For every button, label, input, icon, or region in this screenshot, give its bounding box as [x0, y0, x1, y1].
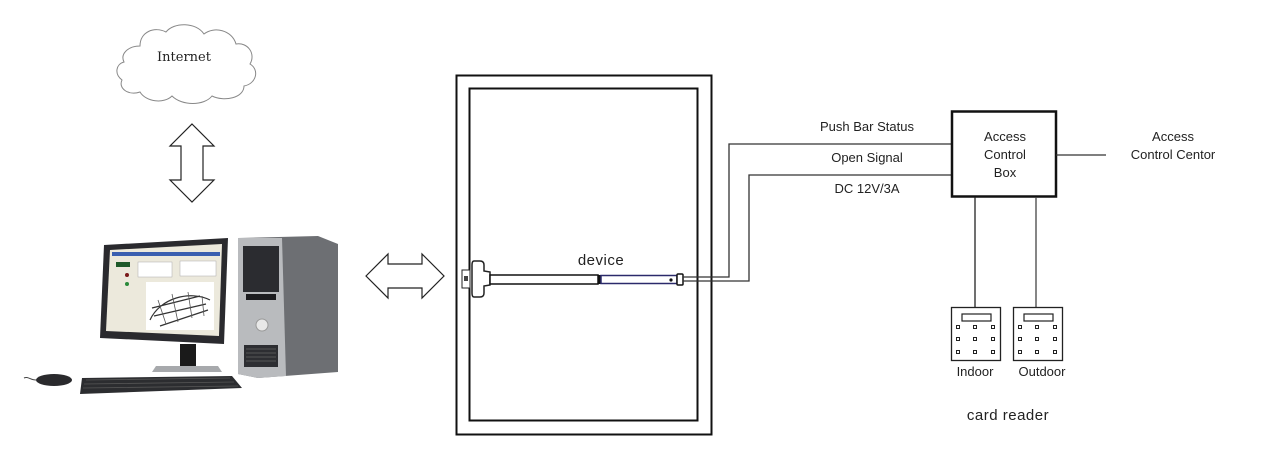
- card-reader-group-label: card reader: [967, 407, 1049, 424]
- access-control-box[interactable]: Access Control Box: [950, 110, 1058, 198]
- internet-label: Internet: [157, 50, 212, 65]
- mouse-icon: [36, 374, 72, 386]
- push-bar-handle-icon: [471, 260, 491, 298]
- internet-cloud: Internet: [116, 24, 257, 104]
- monitor-icon: [100, 238, 228, 372]
- card-reader-indoor[interactable]: Indoor: [950, 306, 1002, 380]
- push-bar-device[interactable]: device: [461, 252, 684, 298]
- wire-push-bar-status: [683, 143, 951, 278]
- door-panel: [468, 87, 699, 422]
- access-control-box-label-line3: Box: [994, 165, 1017, 180]
- door: [455, 74, 713, 436]
- push-bar-rail: [600, 274, 678, 285]
- bidirectional-horizontal-arrow-icon: [365, 252, 445, 300]
- keypad-icon: [1012, 306, 1064, 362]
- wire-open-signal: [683, 174, 951, 282]
- access-control-center-label-line1: Access: [1152, 129, 1194, 144]
- keyboard-icon: [80, 376, 242, 394]
- desktop-computer: [23, 236, 338, 394]
- door-frame: [455, 74, 713, 436]
- bidirectional-vertical-arrow-icon: [168, 123, 216, 203]
- device-label: device: [578, 252, 624, 269]
- access-control-center-label-line2: Control Centor: [1131, 147, 1216, 162]
- wire-label-open-signal: Open Signal: [831, 150, 903, 165]
- card-reader-outdoor[interactable]: Outdoor: [1012, 306, 1067, 380]
- keypad-icon: [950, 306, 1002, 362]
- cloud-icon: [116, 24, 257, 104]
- pc-tower-icon: [238, 236, 338, 378]
- card-reader-outdoor-label: Outdoor: [1019, 364, 1067, 379]
- card-reader-indoor-label: Indoor: [957, 364, 995, 379]
- access-control-box-label-line2: Control: [984, 147, 1026, 162]
- wire-label-dc-power: DC 12V/3A: [834, 181, 899, 196]
- wires: [683, 143, 951, 282]
- wire-label-push-bar-status: Push Bar Status: [820, 119, 914, 134]
- access-control-box-label-line1: Access: [984, 129, 1026, 144]
- access-control-center: Access Control Centor: [1131, 129, 1216, 162]
